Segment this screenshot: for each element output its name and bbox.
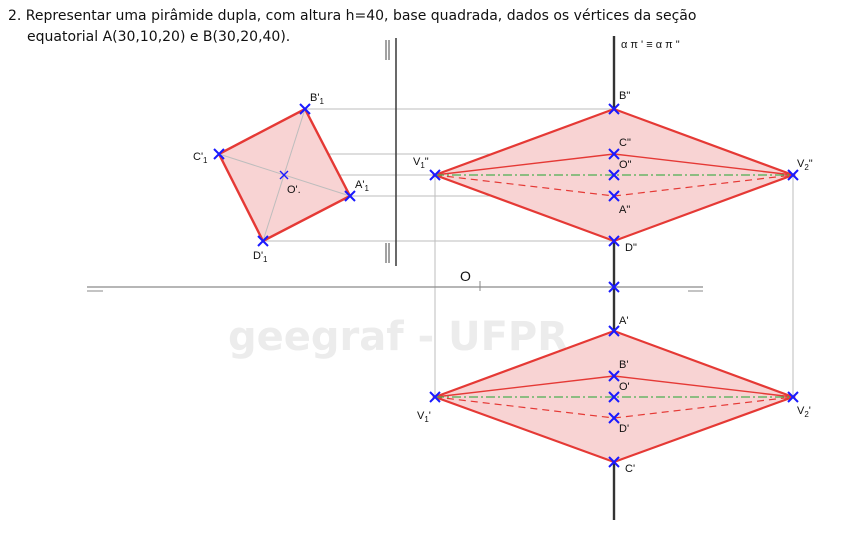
marker-b1 xyxy=(299,103,311,115)
marker-o1 xyxy=(279,170,289,180)
marker-dpp xyxy=(608,235,620,247)
label-ap: A' xyxy=(619,315,628,327)
label-dpp: D" xyxy=(625,242,637,254)
label-v1pp: V1" xyxy=(413,156,429,170)
ground-line xyxy=(87,281,703,292)
auxiliary-line xyxy=(385,38,397,266)
label-b1: B'1 xyxy=(310,92,324,106)
label-v1p: V1' xyxy=(417,410,431,424)
marker-cp xyxy=(608,456,620,468)
point-markers xyxy=(213,103,799,468)
label-d1: D'1 xyxy=(253,250,268,264)
label-bpp: B" xyxy=(619,90,630,102)
label-bp: B' xyxy=(619,359,628,371)
marker-v1p xyxy=(429,391,441,403)
marker-v2pp xyxy=(787,169,799,181)
marker-bp xyxy=(608,370,620,382)
problem-line-1: 2. Representar uma pirâmide dupla, com a… xyxy=(8,8,697,24)
upper-hidden-av2 xyxy=(613,174,794,197)
watermark: geegraf - UFPR xyxy=(228,314,568,360)
label-opp: O" xyxy=(619,159,632,171)
label-c1: C'1 xyxy=(193,151,208,165)
marker-ap xyxy=(608,325,620,337)
label-app: A" xyxy=(619,204,630,216)
problem-line-2: equatorial A(30,10,20) e B(30,20,40). xyxy=(27,29,291,45)
marker-bpp xyxy=(608,103,620,115)
label-o1: O'. xyxy=(287,184,301,196)
marker-ground xyxy=(608,281,620,293)
upper-edge-cv2 xyxy=(613,153,794,176)
marker-a1 xyxy=(344,190,356,202)
marker-cpp xyxy=(608,148,620,160)
label-dp: D' xyxy=(619,423,629,435)
label-v2pp: V2" xyxy=(797,158,813,172)
upper-hidden-v1a xyxy=(434,174,615,197)
marker-dp xyxy=(608,412,620,424)
lower-hidden-dv2 xyxy=(613,396,794,419)
label-op: O' xyxy=(619,381,630,393)
marker-op xyxy=(608,391,620,403)
lower-edge-bv2 xyxy=(613,375,794,398)
label-v2p: V2' xyxy=(797,405,811,419)
origin-label: O xyxy=(460,268,471,284)
upper-edge-v1c xyxy=(434,153,615,176)
marker-d1 xyxy=(257,235,269,247)
lower-edge-v1b xyxy=(434,375,615,398)
marker-v1pp xyxy=(429,169,441,181)
label-cpp: C" xyxy=(619,137,631,149)
label-cp: C' xyxy=(625,463,635,475)
marker-opp xyxy=(608,169,620,181)
marker-app xyxy=(608,190,620,202)
marker-v2p xyxy=(787,391,799,403)
profile-plane-label: α π ' ≡ α π " xyxy=(621,39,680,51)
marker-c1 xyxy=(213,148,225,160)
problem-statement: 2. Representar uma pirâmide dupla, com a… xyxy=(8,6,830,48)
label-a1: A'1 xyxy=(355,179,369,193)
lower-hidden-v1d xyxy=(434,396,615,419)
